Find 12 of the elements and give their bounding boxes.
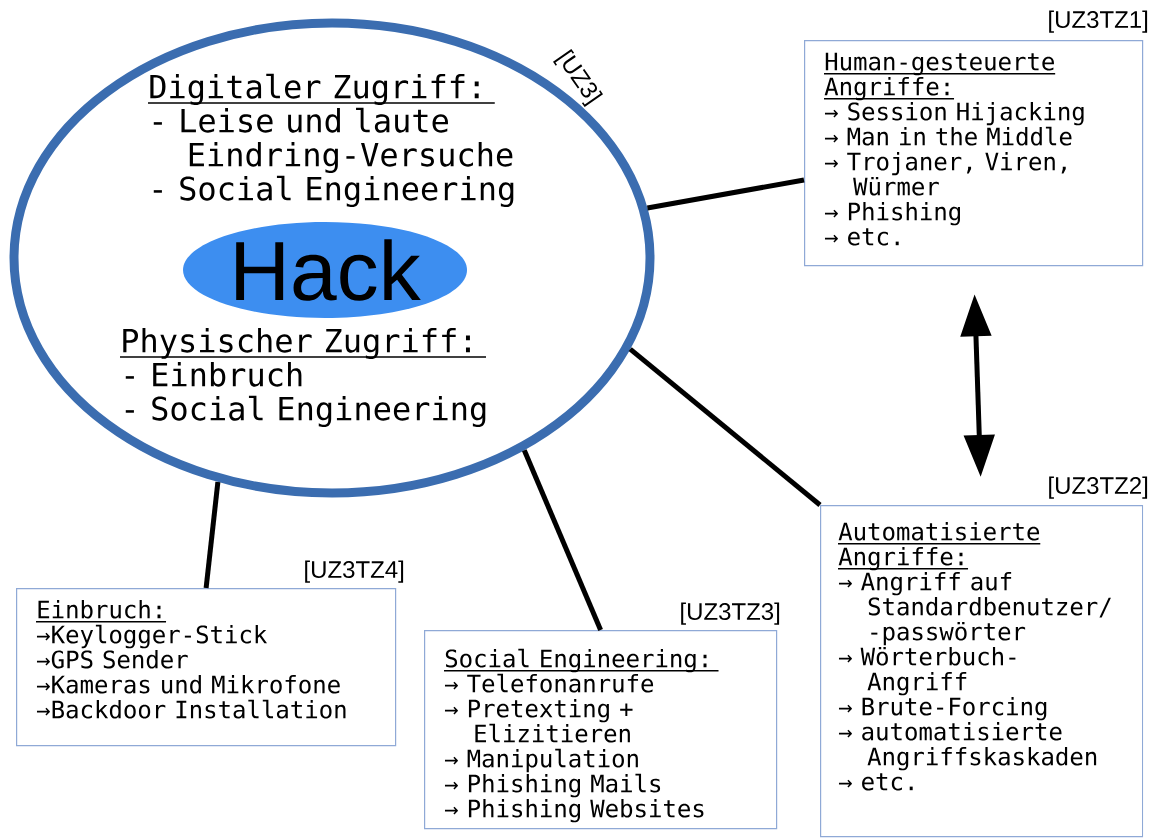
connector-line xyxy=(628,347,822,507)
tag-label: [UZ3TZ1] xyxy=(1049,10,1148,33)
connector-line xyxy=(646,177,805,211)
tag-label: [UZ3TZ2] xyxy=(1049,476,1148,499)
connector-line xyxy=(521,449,603,631)
category-box: Human-gesteuerte Angriffe: → Session Hijacking → Man in the Middle → Trojaner, Viren, Würmer → Phishing → etc. xyxy=(804,40,1144,267)
category-box: Social Engineering: → Telefonanrufe → Pretexting + Elizitieren → Manipulation → Phishing Mails → Phishing Websites xyxy=(424,630,778,830)
connector-line xyxy=(203,481,221,589)
category-box: Automatisierte Angriffe: → Angriff auf Standardbenutzer/ -passwörter → Wörterbuch- Angriff → Brute-Forcing → automatisierte Angriffskaskaden → etc. xyxy=(820,505,1144,838)
category-box: Einbruch: →Keylogger-Stick →GPS Sender →Kameras und Mikrofone →Backdoor Installation xyxy=(16,588,397,747)
tag-label: [UZ3TZ4] xyxy=(305,560,404,583)
tag-label: [UZ3TZ3] xyxy=(681,602,780,625)
